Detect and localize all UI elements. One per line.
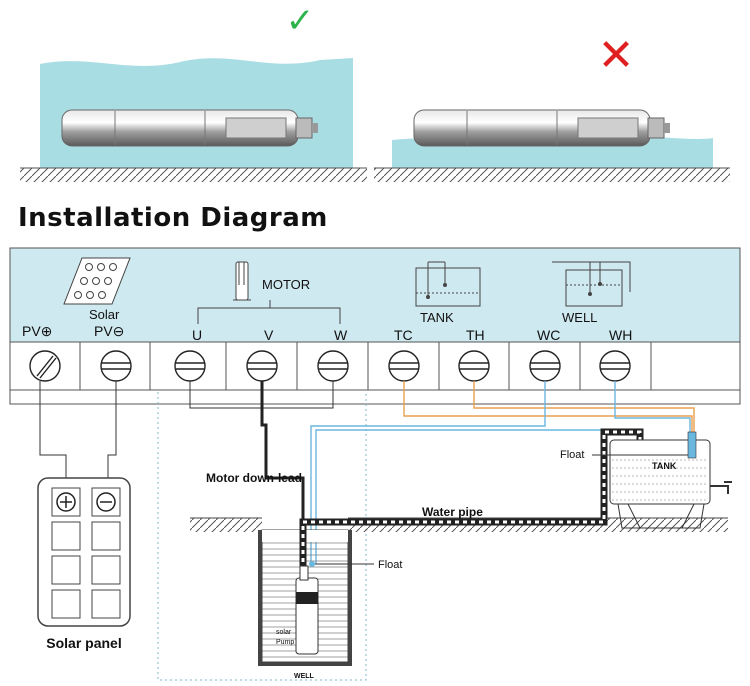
wiring — [39, 381, 695, 681]
terminal-label-w: W — [334, 327, 348, 343]
terminal-screw-pv-minus — [100, 350, 132, 382]
terminal-label-v: V — [264, 327, 274, 343]
ground-hatch — [20, 168, 367, 182]
terminal-label-tc: TC — [394, 327, 413, 343]
wire-wc — [310, 381, 546, 564]
float-label-tank: Float — [560, 449, 584, 461]
ground-hatch-right — [374, 168, 730, 182]
check-mark-icon: ✓ — [286, 1, 315, 41]
float-label-well: Float — [378, 559, 402, 571]
terminal-label-u: U — [192, 327, 202, 343]
correct-installation: ✓ — [20, 1, 367, 182]
well-float-sensor — [309, 561, 315, 567]
solar-panel-label: Solar panel — [46, 635, 121, 651]
wire-tc — [403, 381, 693, 432]
solar-minus-icon — [96, 492, 116, 512]
terminal-label-wc: WC — [537, 327, 560, 343]
wire-w — [262, 381, 334, 409]
well-label: WELL — [562, 310, 597, 325]
wire-v — [260, 381, 305, 522]
cross-mark-icon: ✕ — [598, 30, 635, 81]
solar-icon — [63, 257, 131, 305]
wire-th — [473, 381, 695, 432]
tank-label: TANK — [420, 310, 454, 325]
terminal-screw-wh — [599, 350, 631, 382]
motor-bracket — [197, 300, 341, 324]
controller-panel: Solar MOTOR TANK WELL PV⊕ PV⊖ U — [9, 247, 741, 405]
solar-panel — [37, 477, 131, 627]
well-bottom-label: WELL — [294, 673, 315, 680]
terminal-screw-pv-plus — [29, 350, 61, 382]
terminal-label-th: TH — [466, 327, 485, 343]
wrong-installation: ✕ — [374, 30, 730, 182]
faucet-icon — [710, 481, 732, 494]
page-title: Installation Diagram — [18, 203, 328, 233]
pump-submerged — [61, 109, 318, 147]
terminal-screw-tc — [388, 350, 420, 382]
terminal-screw-w — [317, 350, 349, 382]
dotted-boundary — [157, 392, 367, 681]
motor-label: MOTOR — [262, 277, 310, 292]
solar-label: Solar — [89, 307, 120, 322]
solar-pump: solar Pump — [276, 565, 319, 655]
well-icon — [552, 261, 631, 307]
pump-label-line2: Pump — [276, 639, 294, 646]
terminal-label-wh: WH — [609, 327, 632, 343]
pump-exposed — [413, 109, 670, 147]
motor-down-lead-label: Motor down-lead — [206, 471, 302, 485]
wire-pv-plus — [39, 381, 67, 488]
wire-pv-minus — [107, 381, 117, 488]
tank-box-label: TANK — [652, 461, 677, 471]
solar-plus-icon — [56, 492, 76, 512]
terminal-label-pv-plus: PV⊕ — [22, 323, 52, 339]
terminal-screw-u — [174, 350, 206, 382]
motor-icon — [233, 261, 251, 301]
pump-label-line1: solar — [276, 629, 292, 636]
terminal-screw-th — [458, 350, 490, 382]
tank-icon — [415, 261, 481, 307]
terminal-label-pv-minus: PV⊖ — [94, 323, 124, 339]
water-tank: TANK — [609, 431, 732, 529]
terminal-dividers — [79, 342, 652, 390]
terminal-screw-v — [246, 350, 278, 382]
terminal-screw-wc — [529, 350, 561, 382]
wire-u — [189, 381, 262, 409]
water-pipe-label: Water pipe — [422, 505, 483, 519]
